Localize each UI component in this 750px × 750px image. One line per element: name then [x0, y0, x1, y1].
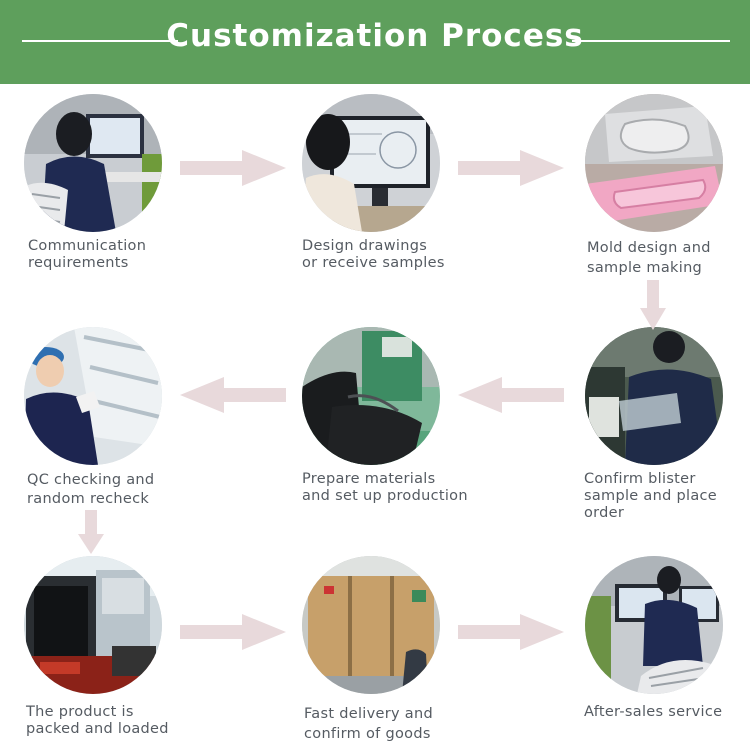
step-7-label: The product is packed and loaded: [26, 704, 169, 738]
step-6-label-line-1: QC checking and: [27, 472, 155, 488]
step-5-label-line-2: and set up production: [302, 488, 468, 504]
step-3-label-line-2: sample making: [587, 260, 703, 276]
step-6-label-line-2: random recheck: [27, 491, 150, 507]
step-2-photo: [302, 94, 440, 232]
step-2-label-line-1: Design drawings: [302, 238, 428, 254]
arrow-right-icon: [458, 614, 564, 650]
step-4-label-line-2: sample and place: [584, 488, 718, 504]
step-7-photo: [24, 556, 162, 694]
step-7-label-line-1: The product is: [26, 704, 134, 720]
step-8-label: Fast delivery and confirm of goods: [304, 704, 433, 744]
step-8-label-line-2: confirm of goods: [304, 726, 431, 742]
header-divider-right: [572, 40, 730, 42]
header-divider-left: [22, 40, 178, 42]
step-3-label: Mold design and sample making: [587, 238, 711, 278]
arrow-right-icon: [458, 150, 564, 186]
step-4-photo: [585, 327, 723, 465]
step-1-photo: [24, 94, 162, 232]
arrow-right-icon: [180, 614, 286, 650]
step-1-label-line-2: requirements: [28, 255, 129, 271]
step-6-photo: [24, 327, 162, 465]
step-9-label: After-sales service: [584, 704, 722, 721]
step-4-label-line-3: order: [584, 505, 625, 521]
step-6-label: QC checking and random recheck: [27, 471, 154, 509]
page-title: Customization Process: [166, 18, 584, 54]
step-3-label-line-1: Mold design and: [587, 240, 711, 256]
arrow-left-icon: [180, 377, 286, 413]
step-9-label-line-1: After-sales service: [584, 704, 723, 720]
arrow-down-icon: [78, 510, 104, 554]
step-8-photo: [302, 556, 440, 694]
step-5-label-line-1: Prepare materials: [302, 471, 436, 487]
step-2-label-line-2: or receive samples: [302, 255, 445, 271]
arrow-right-icon: [180, 150, 286, 186]
header-banner: Customization Process: [0, 0, 750, 84]
step-7-label-line-2: packed and loaded: [26, 721, 169, 737]
step-9-photo: [585, 556, 723, 694]
step-1-label: Communication requirements: [28, 238, 146, 272]
step-1-label-line-1: Communication: [28, 238, 147, 254]
step-5-photo: [302, 327, 440, 465]
step-5-label: Prepare materials and set up production: [302, 471, 468, 505]
arrow-left-icon: [458, 377, 564, 413]
step-3-photo: [585, 94, 723, 232]
step-4-label: Confirm blister sample and place order: [584, 471, 717, 522]
step-8-label-line-1: Fast delivery and: [304, 706, 433, 722]
arrow-down-icon: [640, 280, 666, 330]
step-2-label: Design drawings or receive samples: [302, 238, 445, 272]
step-4-label-line-1: Confirm blister: [584, 471, 696, 487]
